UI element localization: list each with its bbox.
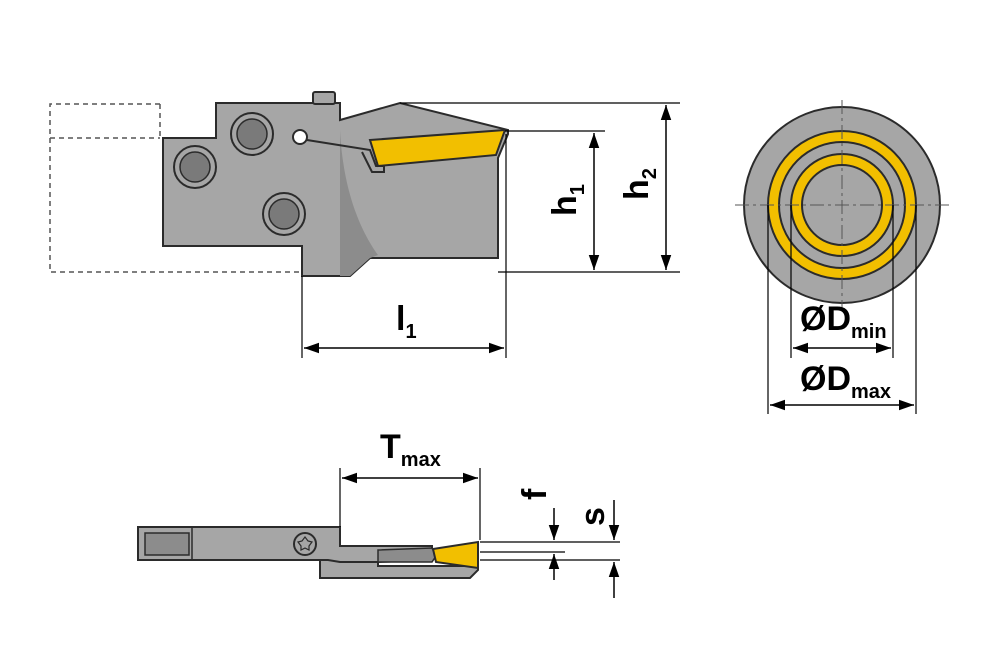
torx-icon [296,536,314,551]
end-view [735,100,950,310]
f-label: f [516,488,554,500]
blade-end-slot [144,532,190,556]
small-hole [292,129,308,145]
tmax-label: Tmax [380,428,441,471]
shank-dashed-outline [49,103,305,273]
end-view-extension-lines [767,205,917,414]
holder-top-tab [312,91,336,105]
side-dimension-lines [301,102,680,358]
top-cutting-insert [431,540,479,570]
l1-label: l1 [396,300,417,343]
cutting-insert [368,128,507,168]
torx-screw [293,532,317,556]
top-view [137,526,479,579]
blade-insert-pocket [377,547,437,563]
s-label: s [574,507,612,526]
dmax-label: ØDmax [800,360,891,403]
screw-hole-1 [230,112,274,156]
screw-hole-3 [262,192,306,236]
side-view [49,91,509,277]
holder-shading [340,130,378,276]
h1-label: h1 [546,184,589,216]
holder-body [162,101,509,277]
h2-label: h2 [618,168,661,200]
screw-hole-2 [173,145,217,189]
dmin-label: ØDmin [800,300,887,343]
